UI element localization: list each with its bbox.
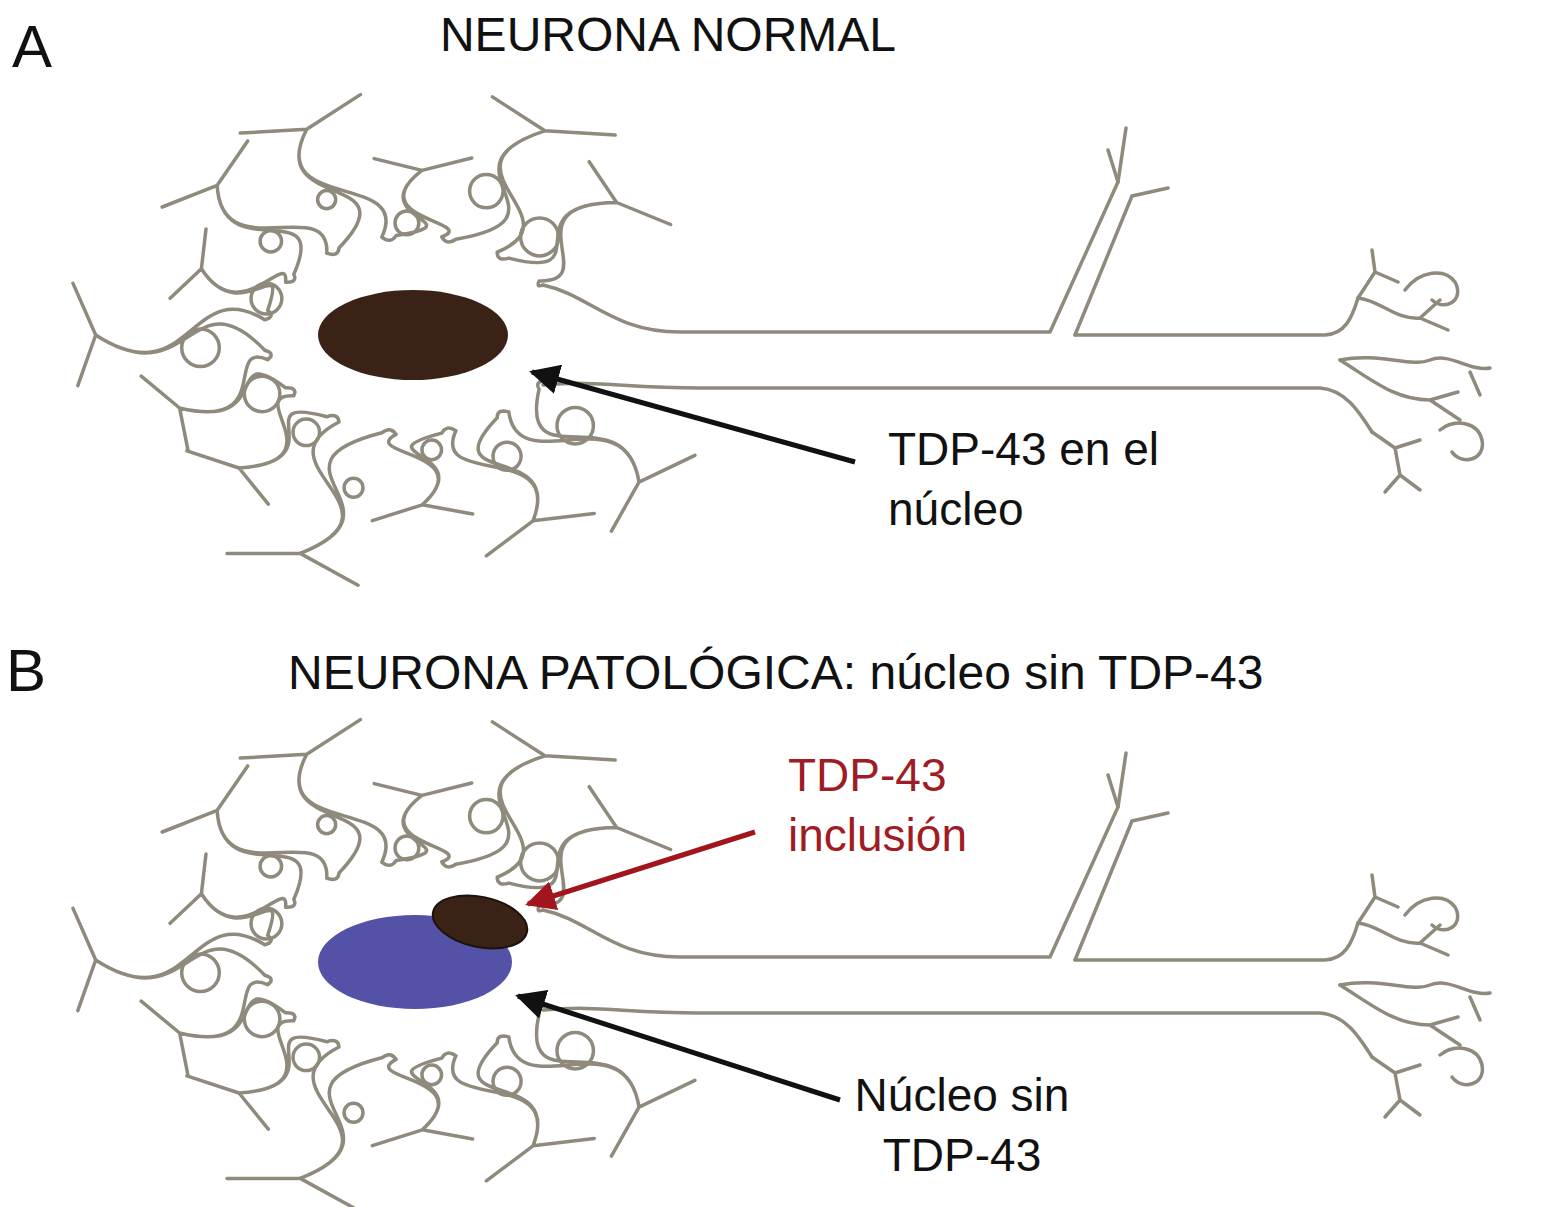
neuron-outline <box>73 95 1490 586</box>
callout-label: Núcleo sin TDP-43 <box>812 1066 1112 1186</box>
panel-title: NEURONA NORMAL <box>398 4 938 66</box>
leader-arrow <box>518 996 840 1100</box>
nucleus-tdp43 <box>318 290 508 380</box>
callout-label: TDP-43 inclusión <box>788 746 1028 866</box>
panel-letter: A <box>12 8 82 86</box>
neuron-outline <box>73 720 1490 1207</box>
tdp43-inclusion <box>428 888 532 957</box>
leader-arrow <box>528 832 755 904</box>
panel-title: NEURONA PATOLÓGICA: núcleo sin TDP-43 <box>288 642 1528 704</box>
panel-letter: B <box>6 632 76 710</box>
leader-arrow <box>532 372 855 462</box>
callout-label: TDP-43 en el núcleo <box>888 420 1218 540</box>
